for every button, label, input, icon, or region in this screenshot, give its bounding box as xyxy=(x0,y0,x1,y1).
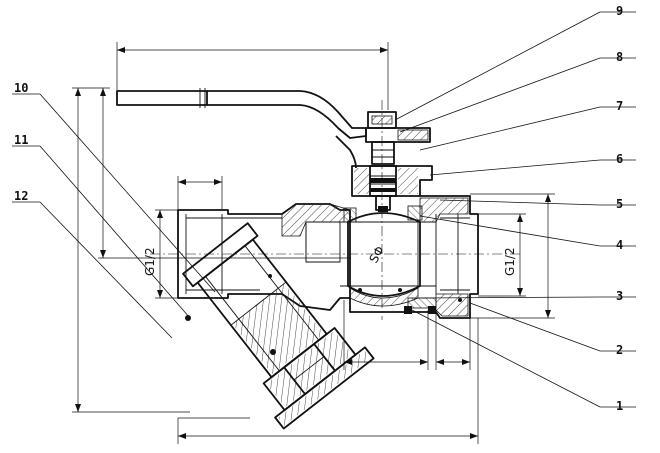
ball-diameter-label: SΦ xyxy=(366,244,387,266)
callout-9: 9 xyxy=(616,4,623,18)
callout-10: 10 xyxy=(14,81,28,95)
valve-body xyxy=(177,195,479,319)
callout-leaders xyxy=(12,11,636,408)
callout-7: 7 xyxy=(616,99,623,113)
lever-handle xyxy=(116,88,367,169)
thread-labels: G1/2 G1/2 SΦ xyxy=(143,244,517,276)
thread-label-right: G1/2 xyxy=(503,247,517,276)
strainer-branch xyxy=(182,222,375,430)
callout-12: 12 xyxy=(14,189,28,203)
thread-label-left: G1/2 xyxy=(143,247,157,276)
callout-11: 11 xyxy=(14,133,28,147)
stem-assembly xyxy=(351,111,433,212)
callout-5: 5 xyxy=(616,197,623,211)
callout-4: 4 xyxy=(616,238,623,252)
callout-1: 1 xyxy=(616,399,623,413)
callout-numbers: 1 2 3 4 5 6 7 8 9 10 11 12 xyxy=(14,4,623,413)
callout-8: 8 xyxy=(616,50,623,64)
callout-2: 2 xyxy=(616,343,623,357)
callout-6: 6 xyxy=(616,152,623,166)
callout-3: 3 xyxy=(616,289,623,303)
